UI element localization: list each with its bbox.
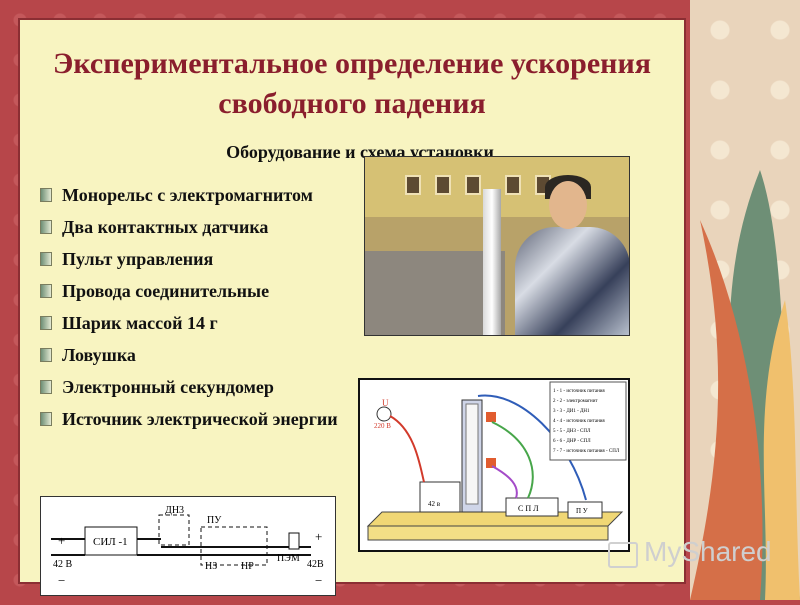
- decorative-leaves: [690, 170, 800, 600]
- monorail: [483, 189, 501, 335]
- dn3-label: ДН3: [165, 505, 184, 516]
- nr-label: НР: [241, 561, 254, 572]
- spl-label: С П Л: [518, 504, 539, 513]
- legend-line: 3 - 3 - ДИ1 - ДН1: [553, 409, 590, 414]
- list-item: Провода соединительные: [40, 280, 360, 302]
- legend-line: 2 - 2 - электромагнит: [553, 399, 598, 404]
- bullet-icon: [40, 284, 52, 298]
- equipment-list: Монорельс с электромагнитом Два контактн…: [40, 184, 360, 440]
- list-item: Монорельс с электромагнитом: [40, 184, 360, 206]
- nz-label: НЗ: [205, 561, 217, 572]
- setup-diagram: U 220 В 42 в С П Л П У 1 - 1 - источник …: [358, 378, 630, 552]
- decorative-border: [690, 0, 800, 600]
- portrait-image: [405, 175, 421, 195]
- bullet-icon: [40, 348, 52, 362]
- voltage-label: U: [382, 398, 389, 408]
- minus-sign: −: [315, 573, 322, 588]
- legend-line: 5 - 5 - ДНЗ - СПЛ: [553, 429, 591, 434]
- watermark: MyShared: [608, 536, 778, 576]
- sil-label: СИЛ -1: [93, 536, 128, 548]
- pu-label: П У: [576, 507, 588, 515]
- source-label: 42 в: [428, 500, 441, 508]
- pem-label: ПЭМ: [277, 553, 300, 564]
- circuit-diagram: + − СИЛ -1 42 В ДН3 ПУ НЗ НР ПЭМ 42В + −: [40, 496, 336, 596]
- list-item: Электронный секундомер: [40, 376, 360, 398]
- list-item: Два контактных датчика: [40, 216, 360, 238]
- bullet-icon: [40, 316, 52, 330]
- list-item: Пульт управления: [40, 248, 360, 270]
- plus-sign: +: [58, 533, 65, 548]
- presentation-icon: [608, 542, 638, 568]
- list-item: Шарик массой 14 г: [40, 312, 360, 334]
- voltage-right-label: 42В: [307, 559, 324, 570]
- list-item: Ловушка: [40, 344, 360, 366]
- mains-label: 220 В: [374, 422, 391, 430]
- voltage-left-label: 42 В: [53, 559, 73, 570]
- slide: Экспериментальное определение ускорения …: [18, 18, 686, 596]
- bullet-icon: [40, 252, 52, 266]
- lab-desk: [365, 251, 505, 335]
- bullet-icon: [40, 188, 52, 202]
- pu-label: ПУ: [207, 515, 222, 526]
- minus-sign: −: [58, 573, 65, 588]
- legend-line: 7 - 7 - источник питания - СПЛ: [553, 449, 620, 454]
- portrait-image: [435, 175, 451, 195]
- setup-drawing: U 220 В 42 в С П Л П У 1 - 1 - источник …: [366, 381, 627, 541]
- portrait-image: [465, 175, 481, 195]
- portrait-image: [505, 175, 521, 195]
- legend-line: 4 - 4 - источник питания: [553, 419, 605, 424]
- circuit-drawing: + − СИЛ -1 42 В ДН3 ПУ НЗ НР ПЭМ 42В + −: [51, 505, 324, 588]
- student-figure: [515, 227, 629, 335]
- bullet-icon: [40, 380, 52, 394]
- list-item: Источник электрической энергии: [40, 408, 360, 430]
- equipment-photo: [364, 156, 630, 336]
- slide-title: Экспериментальное определение ускорения …: [53, 47, 651, 120]
- bullet-icon: [40, 412, 52, 426]
- legend-line: 6 - 6 - ДНР - СПЛ: [553, 439, 591, 444]
- legend-line: 1 - 1 - источник питания: [553, 389, 605, 394]
- plus-sign: +: [315, 529, 322, 544]
- watermark-text: MyShared: [644, 536, 772, 567]
- bullet-icon: [40, 220, 52, 234]
- student-head: [549, 181, 587, 229]
